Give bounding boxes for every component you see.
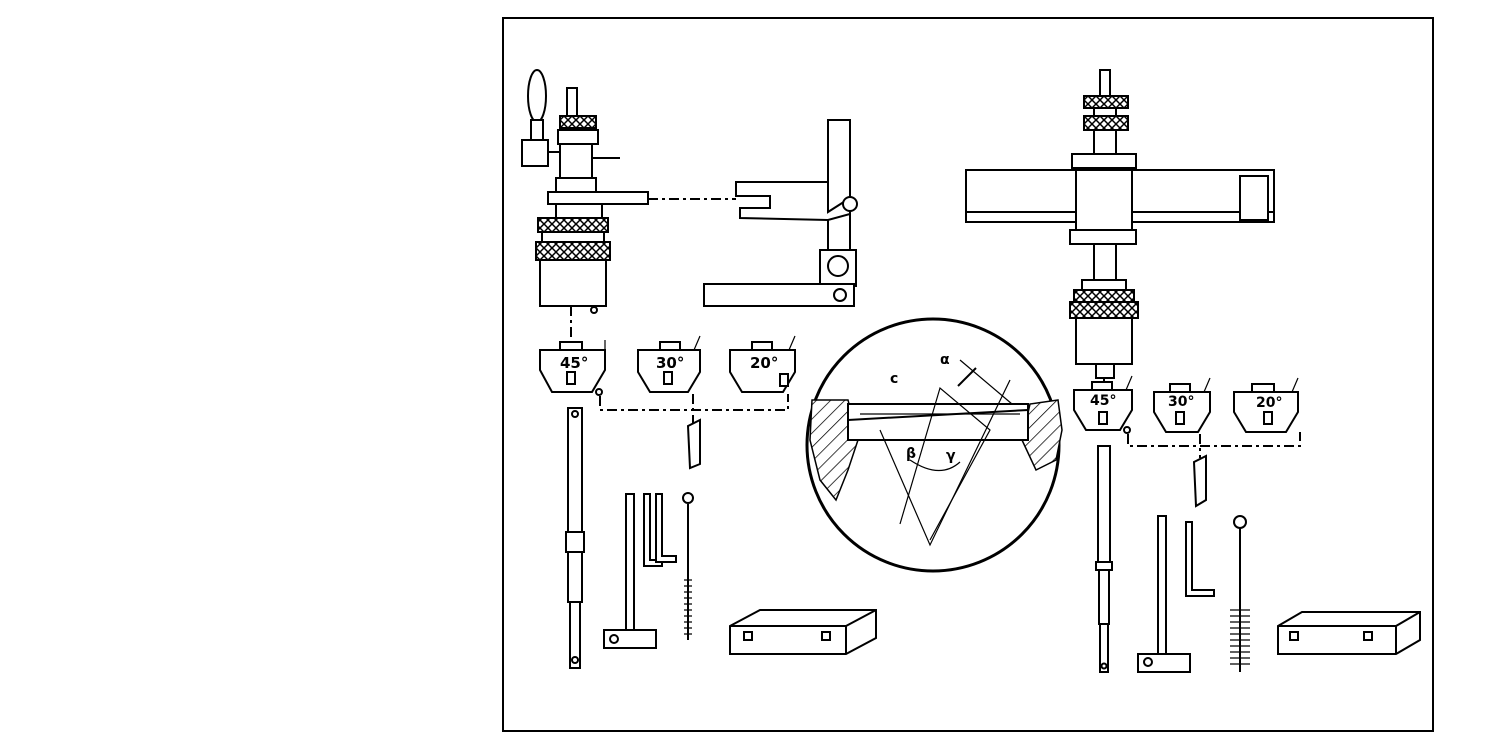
left-threaded-pin — [682, 492, 694, 640]
left-allen-key-2 — [655, 493, 677, 563]
detail-view: c α β γ — [805, 317, 1063, 573]
left-t-wrench — [603, 493, 657, 649]
right-angle-label-20: 20° — [1256, 395, 1282, 411]
left-angle-block-45: 45° — [539, 340, 606, 396]
left-angle-block-30: 30° — [637, 335, 701, 393]
right-angle-label-30: 30° — [1168, 394, 1194, 410]
left-cutter-tool — [686, 418, 701, 470]
right-allen-key — [1185, 521, 1215, 597]
right-long-rod — [1095, 445, 1113, 673]
right-cutter-tool — [1192, 454, 1207, 508]
right-angle-label-45: 45° — [1090, 393, 1116, 409]
right-angle-block-45: 45° — [1073, 375, 1133, 434]
left-stand — [703, 119, 858, 307]
left-case — [729, 609, 877, 655]
left-angle-block-20: 20° — [729, 335, 796, 393]
left-long-rod — [565, 407, 585, 669]
right-angle-block-30: 30° — [1153, 377, 1211, 433]
right-case — [1277, 611, 1421, 655]
right-t-wrench — [1137, 515, 1191, 673]
right-angle-block-20: 20° — [1233, 377, 1299, 433]
symbol-gamma: γ — [946, 448, 956, 464]
symbol-alpha: α — [940, 352, 950, 368]
symbol-beta: β — [906, 446, 916, 462]
angle-label-20: 20° — [750, 354, 778, 372]
right-grinder-head — [965, 69, 1275, 379]
right-threaded-pin — [1230, 515, 1250, 672]
symbol-c: c — [890, 371, 898, 387]
left-grinder-head — [521, 69, 649, 314]
angle-label-30: 30° — [656, 354, 684, 372]
angle-label-45: 45° — [560, 354, 588, 372]
drawing-frame — [502, 17, 1434, 732]
